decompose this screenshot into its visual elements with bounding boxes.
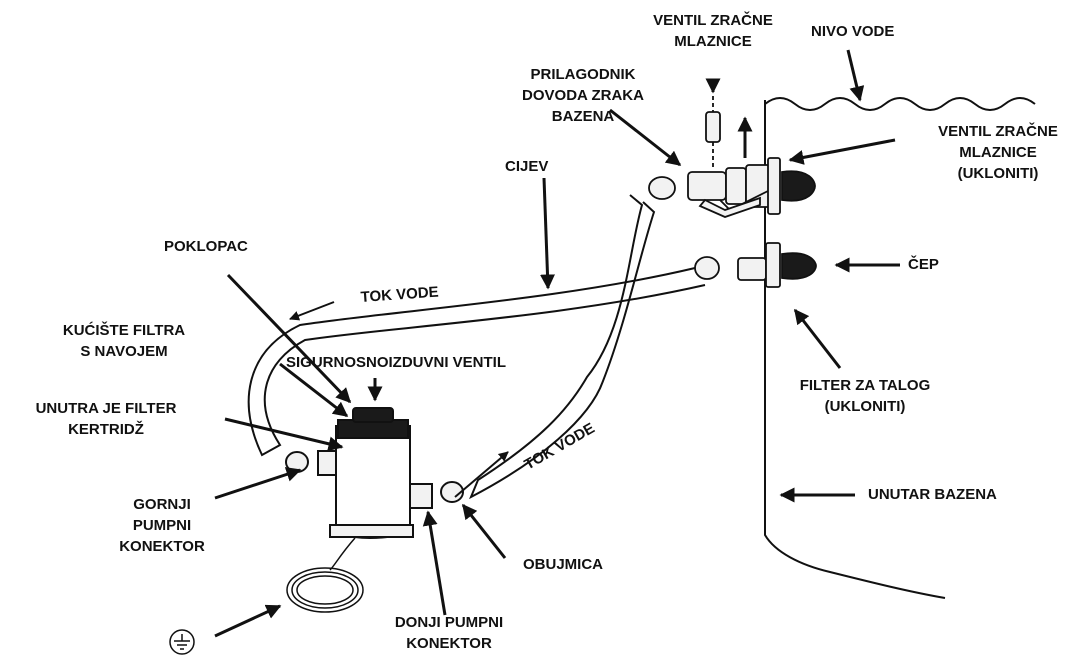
ground-symbol-icon	[169, 629, 195, 655]
cover-label: POKLOPAC	[164, 238, 248, 255]
inlet-adapter-label: PRILAGODNIK DOVODA ZRAKA BAZENA	[522, 66, 644, 125]
plug-label: ČEP	[908, 256, 939, 273]
air-valve-top-label: VENTIL ZRAČNE MLAZNICE	[653, 12, 773, 50]
pool-wall	[764, 97, 1036, 599]
pump-cover	[352, 407, 394, 423]
upper-connector-label: GORNJI PUMPNI KONEKTOR	[119, 496, 205, 555]
water-surface	[764, 97, 1036, 111]
plug-cap	[781, 252, 817, 280]
inside-pool-label: UNUTAR BAZENA	[868, 486, 997, 503]
strainer-inlet	[737, 257, 767, 281]
water-level-label: NIVO VODE	[811, 23, 895, 40]
wall-fittings	[648, 96, 817, 288]
lower-pump-connector	[409, 483, 433, 509]
clamp-label: OBUJMICA	[523, 556, 604, 573]
filter-housing-label: KUĆIŠTE FILTRA S NAVOJEM	[62, 322, 186, 360]
relief-valve-label: SIGURNOSNOIZDUVNI VENTIL	[286, 354, 507, 371]
strainer-label: FILTER ZA TALOG (UKLONITI)	[799, 377, 931, 415]
upper-hose	[469, 194, 656, 500]
jet-nozzle-valve	[705, 111, 721, 143]
hoses	[247, 194, 706, 500]
pointer-arrows	[214, 49, 900, 638]
water-flow-text-bottom: TOK VODE	[522, 420, 598, 474]
hose-clamp	[440, 481, 464, 503]
upper-pump-connector	[317, 450, 337, 476]
pump-body	[335, 425, 411, 540]
air-valve-remove-label: VENTIL ZRAČNE MLAZNICE (UKLONITI)	[938, 123, 1058, 182]
lower-hose-clamp	[694, 256, 720, 280]
water-flow-text-top: TOK VODE	[360, 284, 439, 306]
air-jet-cap	[781, 170, 816, 202]
upper-hose-clamp	[648, 176, 676, 200]
inlet-adapter-body	[687, 171, 727, 201]
lower-connector-label: DONJI PUMPNI KONEKTOR	[394, 614, 504, 652]
filter-pump	[285, 407, 464, 540]
hose-label: CIJEV	[505, 158, 549, 175]
crossing-hose	[247, 267, 706, 457]
cartridge-label: UNUTRA JE FILTER KERTRIDŽ	[35, 400, 177, 438]
power-cord	[286, 537, 364, 613]
